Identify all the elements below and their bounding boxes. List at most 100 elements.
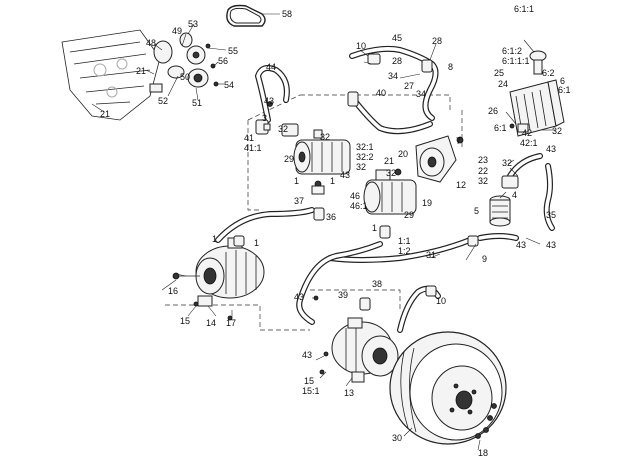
pump-bracket (415, 135, 464, 183)
wheel-motor-lower (331, 317, 399, 383)
callout-9: 9 (482, 254, 487, 264)
callout-21-top: 21 (136, 66, 146, 76)
callout-58: 58 (282, 9, 292, 19)
callout-50: 50 (180, 72, 190, 82)
callout-38: 38 (372, 279, 382, 289)
callout-49: 49 (172, 26, 182, 36)
callout-31: 31 (426, 250, 436, 260)
callout-32-c: 32 (356, 162, 366, 172)
callout-10-lower: 10 (436, 296, 446, 306)
callout-44: 44 (266, 62, 276, 72)
callout-10-top: 10 (356, 41, 366, 51)
callout-32-f: 32 (502, 158, 512, 168)
hoses (215, 45, 555, 333)
callout-32-e: 32 (552, 126, 562, 136)
callout-30: 30 (392, 433, 402, 443)
callout-48: 48 (146, 38, 156, 48)
callout-12: 12 (456, 180, 466, 190)
callout-1-c: 1 (212, 234, 217, 244)
callout-32-2: 32:2 (356, 152, 374, 162)
callout-32-1: 32:1 (356, 142, 374, 152)
callout-4: 4 (512, 190, 517, 200)
callout-37: 37 (294, 196, 304, 206)
callout-1-e: 1 (372, 223, 377, 233)
callout-32-g: 32 (478, 176, 488, 186)
callout-21-left: 21 (100, 109, 110, 119)
callout-14: 14 (206, 318, 216, 328)
callout-43-e: 43 (546, 240, 556, 250)
hydraulic-pump-upper (293, 139, 351, 195)
callout-42: 42 (522, 128, 532, 138)
callout-13: 13 (344, 388, 354, 398)
callout-18: 18 (478, 448, 488, 458)
callout-19: 19 (422, 198, 432, 208)
callout-52: 52 (158, 96, 168, 106)
callout-1-a: 1 (294, 176, 299, 186)
callout-1-1: 1:1 (398, 236, 411, 246)
callout-56: 56 (218, 56, 228, 66)
callout-26: 26 (488, 106, 498, 116)
callout-15-a: 15 (180, 316, 190, 326)
callout-3: 3 (262, 113, 267, 123)
callout-29-b: 29 (404, 210, 414, 220)
callout-36: 36 (326, 212, 336, 222)
hydraulic-pump-right (363, 168, 417, 215)
callout-53: 53 (188, 19, 198, 29)
callout-43-g: 43 (302, 350, 312, 360)
fittings-misc (193, 123, 479, 375)
callout-23: 23 (478, 155, 488, 165)
callout-51: 51 (192, 98, 202, 108)
callout-24: 24 (498, 79, 508, 89)
lug-nuts (475, 403, 497, 439)
callout-43-f: 43 (294, 292, 304, 302)
callout-42-1: 42:1 (520, 138, 538, 148)
callout-15-1: 15:1 (302, 386, 320, 396)
callout-6-1-right: 6:1 (558, 85, 571, 95)
callout-20: 20 (398, 149, 408, 159)
callout-labels: 58 53 49 48 55 56 21 50 54 52 51 21 44 4… (100, 4, 571, 458)
callout-41-1: 41:1 (244, 143, 262, 153)
callout-43-d: 43 (516, 240, 526, 250)
callout-28-a: 28 (432, 36, 442, 46)
callout-6-2: 6:2 (542, 68, 555, 78)
callout-21-c: 21 (384, 156, 394, 166)
callout-15-b: 15 (304, 376, 314, 386)
callout-43-b: 43 (340, 170, 350, 180)
oil-reservoir (509, 50, 565, 137)
callout-45: 45 (392, 33, 402, 43)
callout-32-b: 32 (320, 132, 330, 142)
callout-55: 55 (228, 46, 238, 56)
callout-16: 16 (168, 286, 178, 296)
callout-34-a: 34 (388, 71, 398, 81)
callout-7: 7 (456, 136, 461, 146)
callout-17: 17 (226, 318, 236, 328)
callout-2-area-32: 32 (278, 124, 288, 134)
leader-lines (91, 13, 556, 451)
callout-1-2: 1:2 (398, 246, 411, 256)
oil-filter (489, 175, 519, 227)
callout-22: 22 (478, 166, 488, 176)
callout-1-d: 1 (254, 238, 259, 248)
callout-6-1-2: 6:1:2 (502, 46, 522, 56)
callout-28-b: 28 (392, 56, 402, 66)
callout-54: 54 (224, 80, 234, 90)
callout-25: 25 (494, 68, 504, 78)
callout-8: 8 (448, 62, 453, 72)
callout-6-1-1-1: 6:1:1:1 (502, 56, 530, 66)
wheel-motor-left (172, 237, 265, 307)
callout-6: 6 (560, 76, 565, 86)
callout-43-c: 43 (546, 144, 556, 154)
callout-5: 5 (474, 206, 479, 216)
callout-32-d: 32 (386, 168, 396, 178)
callout-46: 46 (350, 191, 360, 201)
callout-43-a: 43 (264, 96, 274, 106)
callout-29-a: 29 (284, 154, 294, 164)
callout-6-1-1: 6:1:1 (514, 4, 534, 14)
callout-34-b: 34 (416, 89, 426, 99)
callout-1-b: 1 (330, 176, 335, 186)
tire-wheel (389, 331, 507, 445)
callout-41: 41 (244, 133, 254, 143)
drive-belt (226, 4, 266, 27)
